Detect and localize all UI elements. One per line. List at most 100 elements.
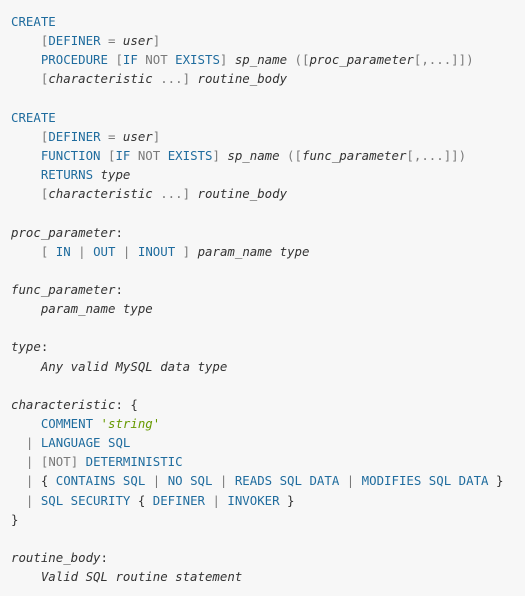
syntax-punctuation: [11, 301, 41, 316]
syntax-placeholder: proc_parameter: [309, 52, 414, 68]
code-line: Any valid MySQL data type: [11, 357, 521, 376]
syntax-punctuation: [: [40, 33, 49, 49]
syntax-punctuation: |: [11, 435, 41, 451]
syntax-punctuation: ]: [70, 454, 86, 470]
syntax-punctuation: ]: [212, 147, 228, 163]
code-line: proc_parameter:: [11, 223, 521, 242]
syntax-punctuation: NOT: [137, 52, 176, 68]
code-line: [characteristic ...] routine_body: [11, 69, 521, 88]
syntax-punctuation: [11, 359, 41, 374]
syntax-placeholder: routine_body: [11, 549, 101, 565]
sql-keyword: DEFINER: [152, 492, 205, 508]
syntax-punctuation: [93, 416, 100, 431]
syntax-placeholder: Valid SQL routine statement: [40, 569, 243, 585]
syntax-punctuation: [93, 167, 100, 182]
syntax-punctuation: [11, 71, 41, 86]
syntax-punctuation: [,...]]): [413, 52, 474, 68]
sql-keyword: RETURNS: [40, 167, 94, 183]
sql-keyword: IF: [122, 52, 138, 68]
syntax-placeholder: sp_name: [234, 52, 288, 68]
syntax-punctuation: [11, 416, 41, 431]
sql-keyword: DETERMINISTIC: [85, 454, 183, 470]
sql-keyword: DEFINER: [48, 128, 101, 144]
syntax-placeholder: characteristic: [48, 186, 153, 202]
syntax-placeholder: routine_body: [197, 71, 288, 87]
sql-keyword: PROCEDURE: [40, 52, 108, 68]
syntax-punctuation: [11, 167, 41, 182]
syntax-punctuation: :: [115, 281, 123, 297]
sql-keyword: CONTAINS SQL: [55, 473, 146, 489]
syntax-placeholder: proc_parameter: [11, 224, 116, 240]
sql-keyword: EXISTS: [175, 52, 220, 68]
syntax-punctuation: |: [339, 473, 362, 489]
syntax-placeholder: param_name type: [197, 243, 310, 259]
code-line: FUNCTION [IF NOT EXISTS] sp_name ([func_…: [11, 146, 521, 165]
syntax-punctuation: ]: [219, 52, 235, 68]
sql-keyword: DEFINER: [48, 33, 101, 49]
code-line: func_parameter:: [11, 280, 521, 299]
sql-keyword: INVOKER: [227, 492, 280, 508]
code-line: RETURNS type: [11, 165, 521, 184]
syntax-punctuation: ]: [152, 33, 161, 49]
sql-keyword: IN: [55, 243, 71, 259]
sql-keyword: READS SQL DATA: [234, 473, 340, 489]
syntax-punctuation: [11, 186, 41, 201]
syntax-punctuation: ...]: [152, 71, 198, 87]
code-line: [11, 376, 521, 395]
syntax-punctuation: |: [11, 473, 41, 489]
syntax-punctuation: [: [40, 186, 49, 202]
syntax-punctuation: |: [70, 243, 94, 259]
code-line: [11, 203, 521, 222]
code-line: [11, 261, 521, 280]
syntax-punctuation: {: [40, 473, 56, 489]
code-line: [11, 529, 521, 548]
syntax-punctuation: {: [130, 492, 153, 508]
syntax-punctuation: }: [488, 473, 504, 489]
code-line: | { CONTAINS SQL | NO SQL | READS SQL DA…: [11, 471, 521, 490]
sql-keyword: IF: [115, 147, 131, 163]
syntax-punctuation: :: [40, 339, 49, 355]
syntax-placeholder: characteristic: [11, 396, 116, 412]
syntax-punctuation: :: [100, 549, 108, 565]
syntax-punctuation: [: [40, 128, 49, 144]
syntax-punctuation: [,...]]): [406, 147, 467, 163]
code-line: param_name type: [11, 299, 521, 318]
syntax-placeholder: user: [122, 128, 153, 144]
syntax-placeholder: characteristic: [48, 71, 153, 87]
code-line: COMMENT 'string': [11, 414, 521, 433]
syntax-placeholder: Any valid MySQL data type: [40, 358, 228, 374]
sql-keyword: INOUT: [137, 243, 176, 259]
syntax-punctuation: [: [107, 52, 123, 68]
code-line: [ IN | OUT | INOUT ] param_name type: [11, 242, 521, 261]
code-line: | LANGUAGE SQL: [11, 433, 521, 452]
syntax-punctuation: ]: [175, 243, 198, 259]
code-block: CREATE [DEFINER = user] PROCEDURE [IF NO…: [11, 12, 521, 586]
syntax-placeholder: param_name type: [40, 301, 153, 317]
syntax-punctuation: : {: [115, 396, 138, 412]
syntax-punctuation: |: [115, 243, 138, 259]
syntax-punctuation: =: [100, 33, 123, 49]
code-line: [DEFINER = user]: [11, 31, 521, 50]
syntax-punctuation: ([: [287, 52, 310, 68]
syntax-punctuation: ]: [152, 128, 161, 144]
code-line: [11, 89, 521, 108]
code-line: [characteristic ...] routine_body: [11, 184, 521, 203]
syntax-placeholder: sp_name: [227, 147, 280, 163]
syntax-punctuation: =: [100, 128, 123, 144]
syntax-placeholder: routine_body: [197, 186, 288, 202]
syntax-punctuation: }: [279, 492, 295, 508]
code-line: CREATE: [11, 108, 521, 127]
syntax-punctuation: [11, 569, 41, 584]
syntax-punctuation: :: [115, 224, 123, 240]
sql-keyword: MODIFIES SQL DATA: [361, 473, 489, 489]
syntax-punctuation: |: [11, 492, 41, 508]
syntax-punctuation: [11, 129, 41, 144]
code-line: routine_body:: [11, 548, 521, 567]
syntax-punctuation: [: [40, 71, 49, 87]
syntax-punctuation: [11, 52, 41, 67]
sql-keyword: OUT: [93, 243, 116, 259]
sql-keyword: EXISTS: [167, 147, 213, 163]
syntax-placeholder: type: [11, 339, 41, 355]
syntax-placeholder: func_parameter: [11, 281, 116, 297]
code-line: type:: [11, 337, 521, 356]
